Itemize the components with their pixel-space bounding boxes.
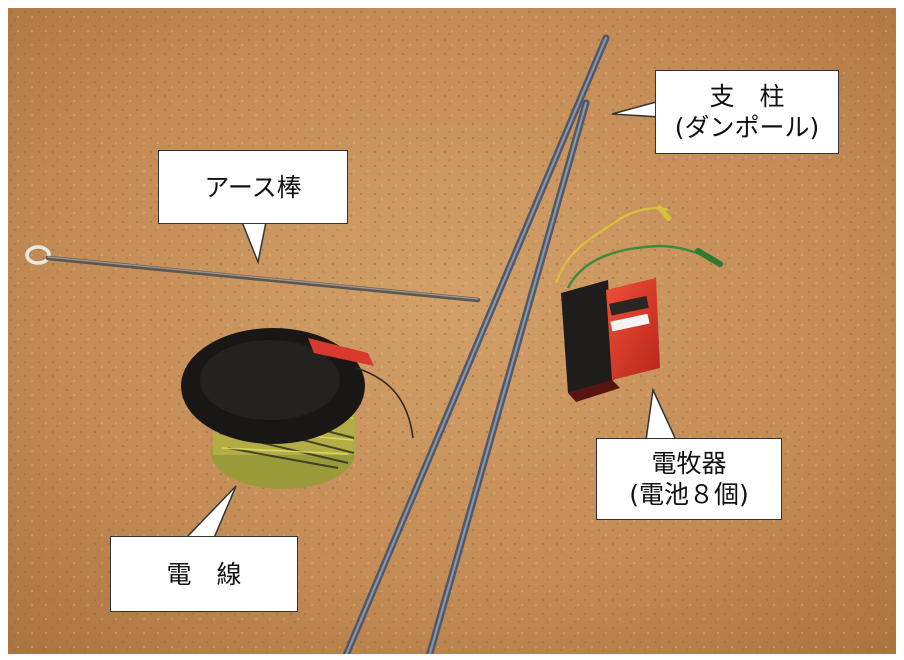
pole-label-line1: 支 柱 <box>709 82 785 111</box>
energizer-label-line2: (電池８個) <box>629 480 749 509</box>
pole-label-line2: (ダンポール) <box>674 113 820 142</box>
earth-rod-label-text: アース棒 <box>204 172 302 202</box>
wire-label-text: 電 線 <box>166 559 242 589</box>
poles <box>342 34 610 654</box>
wire-label: 電 線 <box>110 536 298 612</box>
energizer-label-line1: 電牧器 <box>651 449 727 478</box>
earth-rod <box>25 245 481 303</box>
pole-label: 支 柱 (ダンポール) <box>655 70 839 154</box>
wire-reel <box>181 328 414 489</box>
energizer-box <box>561 278 660 402</box>
energizer-label: 電牧器 (電池８個) <box>596 438 782 520</box>
earth-rod-label: アース棒 <box>158 150 348 224</box>
energizer-leads <box>554 204 723 289</box>
